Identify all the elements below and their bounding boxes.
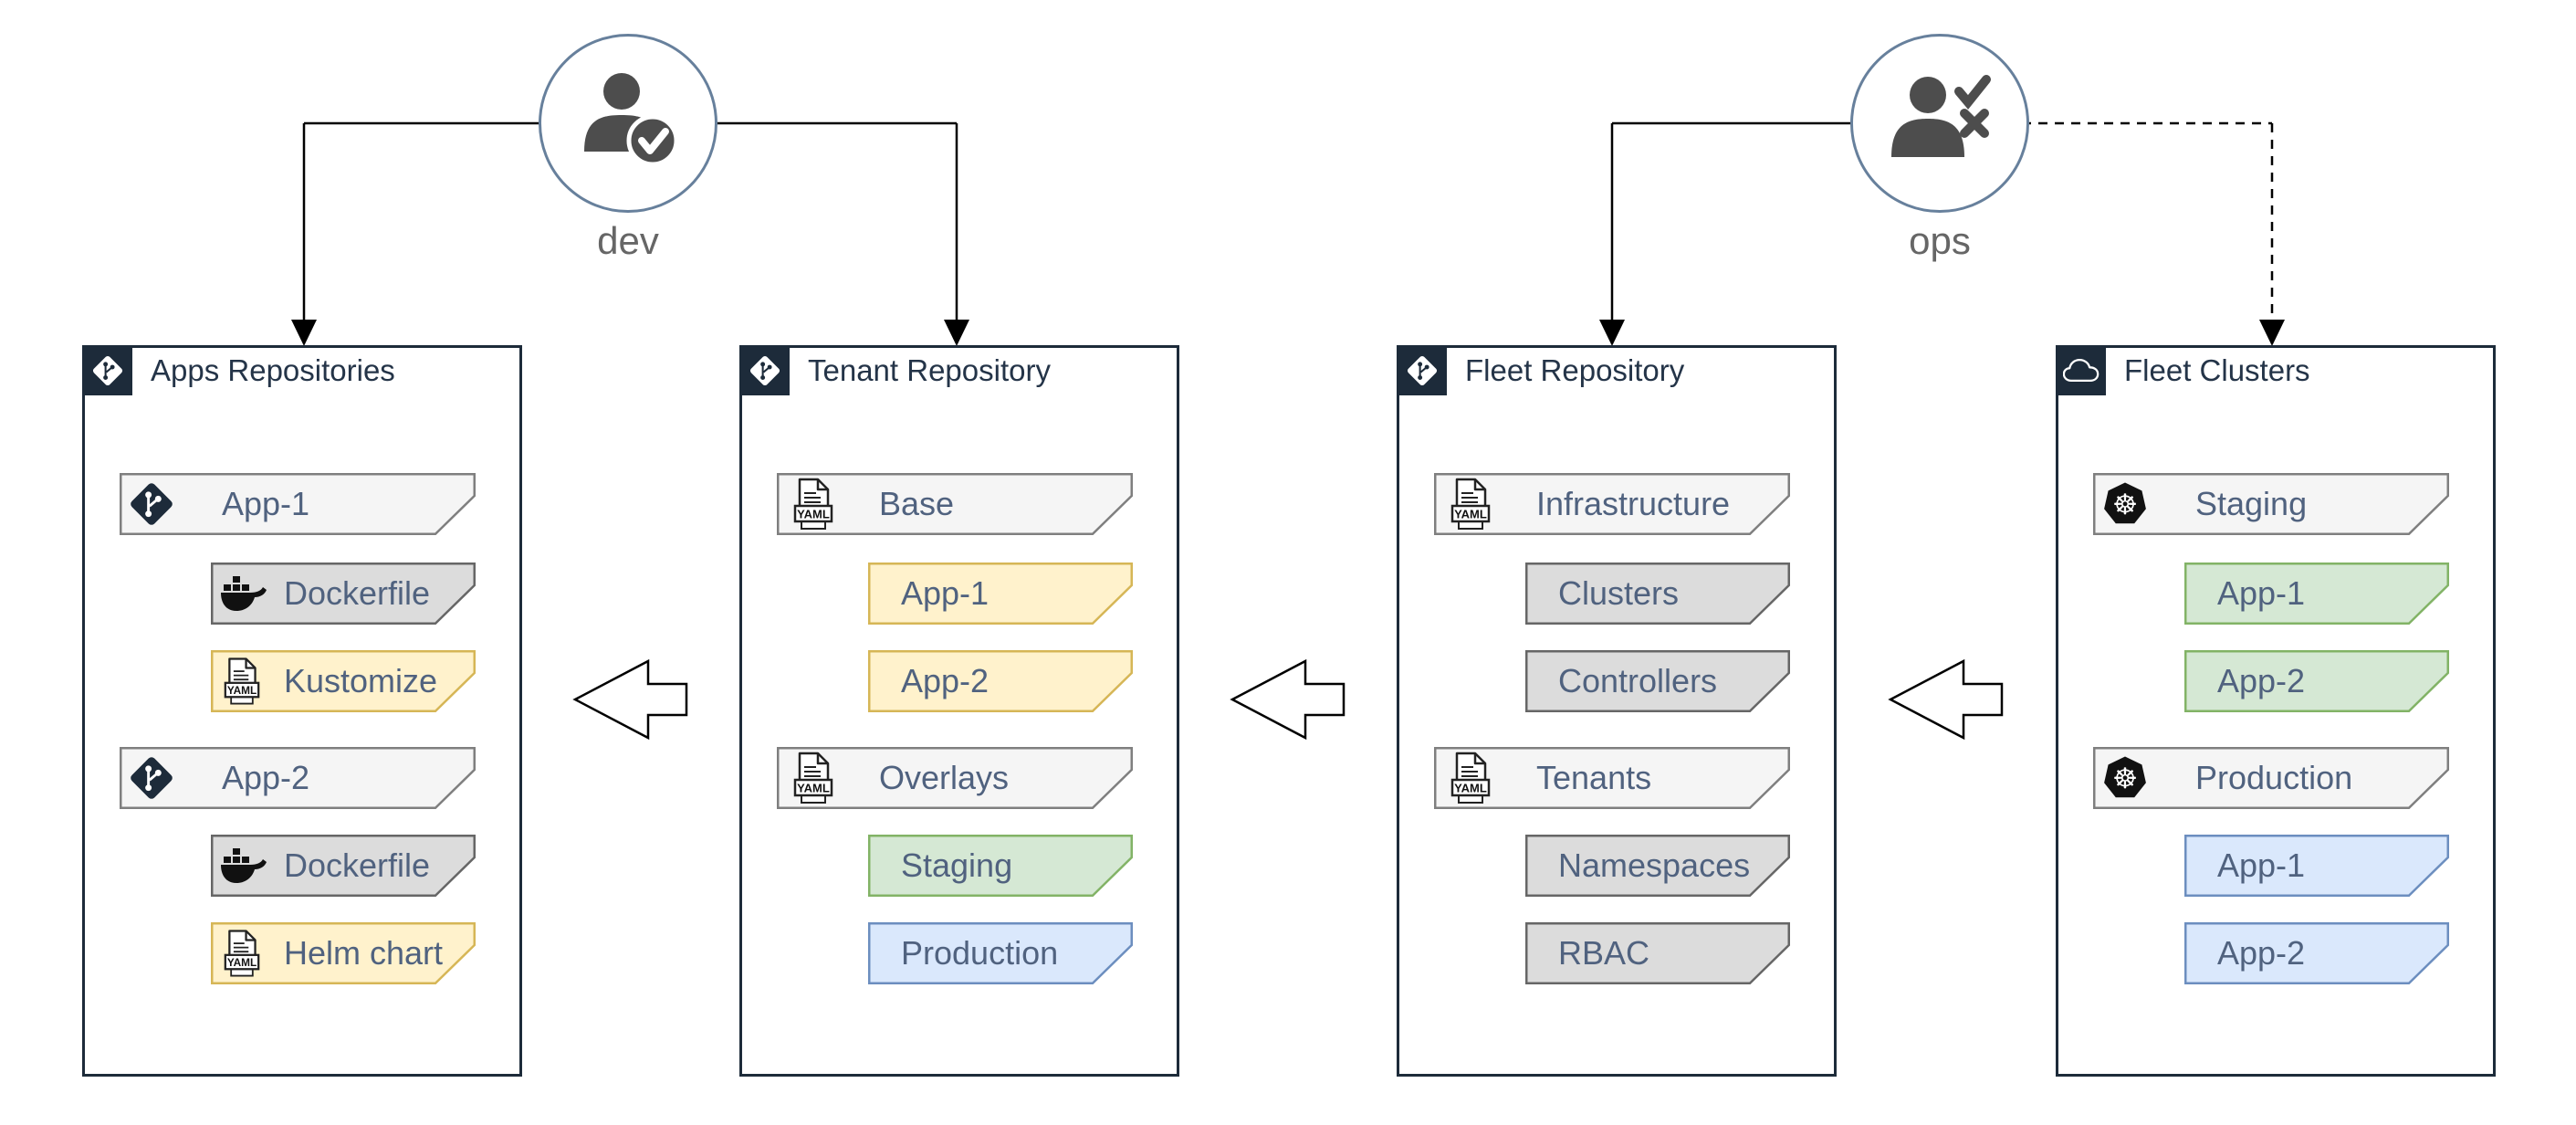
container-apps-repositories: Apps Repositories App-1 Dockerfile Kusto… [82, 345, 522, 1077]
item-card: Dockerfile [211, 562, 476, 625]
item-label: Dockerfile [284, 846, 431, 884]
flow-arrow-icon [1230, 658, 1346, 741]
item-card: App-1 [120, 473, 476, 535]
container-title: Apps Repositories [151, 353, 395, 387]
item-label: App-2 [2217, 662, 2306, 699]
container-title: Tenant Repository [808, 353, 1051, 387]
container-tenant-repository: Tenant Repository Base App-1 App-2 Overl… [739, 345, 1179, 1077]
item-label: Staging [901, 846, 1013, 884]
item-label: Production [901, 934, 1059, 972]
docker-icon [220, 573, 267, 615]
item-card: Production [2093, 747, 2449, 809]
yaml-file-icon [224, 657, 260, 706]
item-label: RBAC [1558, 934, 1650, 972]
item-card: Staging [868, 835, 1133, 897]
item-label: Kustomize [284, 662, 438, 699]
user-check-x-icon [1891, 75, 1991, 157]
user-check-badge-icon [584, 73, 679, 167]
kubernetes-icon [2102, 481, 2148, 527]
item-card: Namespaces [1525, 835, 1790, 897]
item-label: App-1 [2217, 846, 2306, 884]
item-label: Controllers [1558, 662, 1718, 699]
yaml-file-icon [1450, 752, 1491, 804]
ops-label: ops [1909, 219, 1971, 262]
item-label: App-2 [222, 759, 310, 796]
ops-persona [1850, 34, 2029, 213]
item-card: App-2 [868, 650, 1133, 712]
yaml-file-icon [1450, 478, 1491, 531]
item-card: Base [777, 473, 1133, 535]
flow-arrow-icon [572, 658, 688, 741]
item-card: Staging [2093, 473, 2449, 535]
item-card: Tenants [1434, 747, 1790, 809]
git-icon [82, 345, 132, 395]
item-label: Helm chart [284, 934, 444, 972]
git-icon [127, 479, 176, 529]
item-label: Production [2195, 759, 2353, 796]
item-card: App-2 [2184, 650, 2449, 712]
item-label: Base [879, 485, 955, 522]
yaml-file-icon [224, 929, 260, 978]
dev-persona [539, 34, 717, 213]
item-card: Infrastructure [1434, 473, 1790, 535]
item-card: Production [868, 922, 1133, 984]
git-icon [1397, 345, 1447, 395]
item-label: Clusters [1558, 574, 1680, 612]
cloud-icon [2056, 345, 2106, 395]
container-title: Fleet Clusters [2124, 353, 2310, 387]
container-title: Fleet Repository [1465, 353, 1685, 387]
item-label: App-1 [2217, 574, 2306, 612]
git-icon [739, 345, 790, 395]
dev-label: dev [597, 219, 659, 262]
item-card: Controllers [1525, 650, 1790, 712]
item-card: App-1 [2184, 835, 2449, 897]
item-card: RBAC [1525, 922, 1790, 984]
item-card: App-1 [2184, 562, 2449, 625]
item-card: App-2 [2184, 922, 2449, 984]
item-card: Clusters [1525, 562, 1790, 625]
item-label: Overlays [879, 759, 1010, 796]
item-card: App-1 [868, 562, 1133, 625]
item-label: Tenants [1536, 759, 1652, 796]
yaml-file-icon [793, 752, 833, 804]
docker-icon [220, 845, 267, 887]
git-icon [127, 753, 176, 803]
item-card: Dockerfile [211, 835, 476, 897]
item-label: App-1 [901, 574, 990, 612]
item-label: Infrastructure [1536, 485, 1731, 522]
kubernetes-icon [2102, 755, 2148, 801]
item-label: App-2 [901, 662, 990, 699]
item-label: App-2 [2217, 934, 2306, 972]
item-label: Staging [2195, 485, 2308, 522]
item-card: App-2 [120, 747, 476, 809]
item-card: Helm chart [211, 922, 476, 984]
container-fleet-repository: Fleet Repository Infrastructure Clusters… [1397, 345, 1837, 1077]
arrowheads [291, 320, 2285, 346]
item-label: App-1 [222, 485, 310, 522]
yaml-file-icon [793, 478, 833, 531]
item-label: Namespaces [1558, 846, 1751, 884]
item-card: Overlays [777, 747, 1133, 809]
item-card: Kustomize [211, 650, 476, 712]
item-label: Dockerfile [284, 574, 431, 612]
flow-arrow-icon [1888, 658, 2004, 741]
container-fleet-clusters: Fleet Clusters Staging App-1 App-2 Produ… [2056, 345, 2496, 1077]
